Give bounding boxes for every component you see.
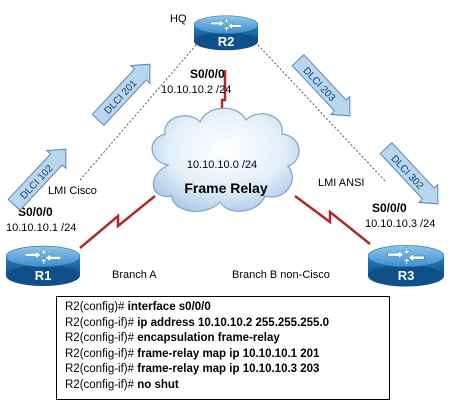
command-text: frame-relay map ip 10.10.10.1 201: [137, 347, 320, 360]
r1-interface: S0/0/0: [18, 205, 53, 219]
command-line: R2(config-if)# frame-relay map ip 10.10.…: [65, 362, 389, 378]
r1-lmi: LMI Cisco: [48, 185, 97, 197]
command-prompt: R2(config-if)#: [65, 316, 135, 329]
command-text: no shut: [137, 378, 179, 391]
command-text: encapsulation frame-relay: [137, 332, 280, 344]
command-prompt: R2(config)#: [65, 301, 125, 313]
router-r3-name: R3: [398, 268, 415, 283]
hq-label: HQ: [170, 13, 187, 25]
dlci-201-arrow: DLCI 201: [91, 63, 151, 126]
r3-interface: S0/0/0: [372, 201, 407, 215]
command-text: ip address 10.10.10.2 255.255.255.0: [137, 316, 330, 329]
command-line: R2(config)# interface s0/0/0: [65, 300, 389, 316]
dlci-203-arrow: DLCI 203: [291, 54, 351, 117]
r2-ip: 10.10.10.2 /24: [161, 84, 231, 96]
router-r1-name: R1: [35, 268, 52, 283]
command-prompt: R2(config-if)#: [65, 347, 135, 360]
command-prompt: R2(config-if)#: [65, 378, 135, 391]
dlci-102-arrow: DLCI 102: [7, 148, 67, 211]
cloud-title: Frame Relay: [184, 180, 267, 196]
serial-link-r1: [79, 195, 156, 249]
serial-link-r3: [294, 194, 371, 245]
command-prompt: R2(config-if)#: [65, 332, 135, 344]
r2-interface: S0/0/0: [190, 67, 225, 81]
command-text: frame-relay map ip 10.10.10.3 203: [137, 363, 320, 375]
r3-ip: 10.10.10.3 /24: [365, 218, 435, 230]
router-r2-name: R2: [218, 34, 235, 49]
r3-site: Branch B non-Cisco: [232, 269, 330, 281]
pvc-line-r2-r1: [79, 44, 197, 181]
cloud-network: 10.10.10.0 /24: [187, 159, 257, 171]
command-line: R2(config-if)# frame-relay map ip 10.10.…: [65, 347, 389, 363]
command-line: R2(config-if)# encapsulation frame-relay: [65, 331, 389, 347]
frame-relay-cloud: [151, 107, 300, 212]
command-line: R2(config-if)# no shut: [65, 378, 389, 394]
pvc-line-r2-r3: [257, 44, 387, 183]
command-line: R2(config-if)# ip address 10.10.10.2 255…: [65, 316, 389, 332]
r3-lmi: LMI ANSI: [318, 177, 364, 189]
command-prompt: R2(config-if)#: [65, 363, 135, 375]
r1-site: Branch A: [112, 269, 157, 281]
config-commands-box: R2(config)# interface s0/0/0 R2(config-i…: [56, 296, 390, 400]
command-text: interface s0/0/0: [127, 301, 211, 313]
r1-ip: 10.10.10.1 /24: [6, 222, 76, 234]
